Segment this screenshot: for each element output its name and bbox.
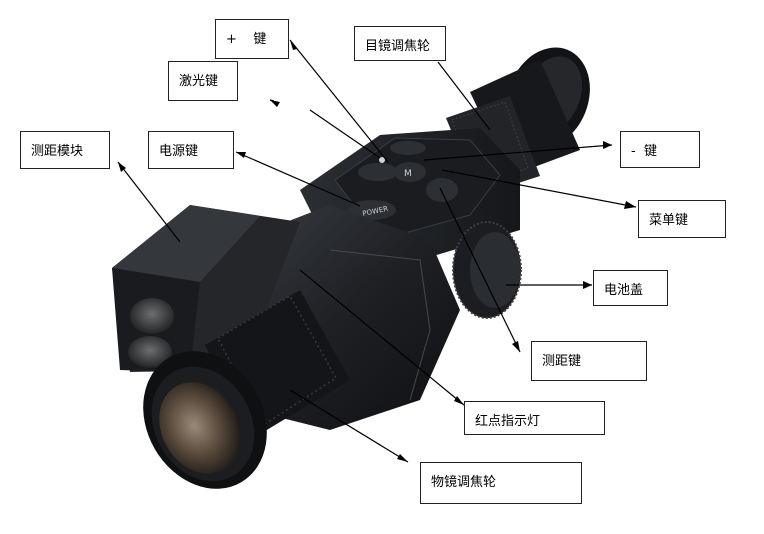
leader-rangefinder-module <box>117 161 181 243</box>
label-minus-key: - 键 <box>620 131 700 168</box>
menu-button-text: M <box>404 169 412 179</box>
power-button <box>348 200 396 220</box>
label-laser-key: 激光键 <box>168 61 238 101</box>
objective-lens-glass <box>159 382 241 474</box>
leader-minus-key <box>423 144 613 161</box>
label-ranging-key: 测距键 <box>531 341 647 381</box>
sun-icon <box>379 157 385 163</box>
menu-button <box>394 162 426 182</box>
leader-laser-key <box>309 109 381 159</box>
label-power-key: 电源键 <box>148 131 234 169</box>
label-eyepiece-focus: 目镜调焦轮 <box>354 26 446 61</box>
battery-cover <box>452 221 522 319</box>
label-rangefinder-module: 测距模块 <box>20 131 110 169</box>
leader-arrowheads <box>118 40 636 462</box>
label-objective-focus: 物镜调焦轮 <box>420 462 582 504</box>
leader-eyepiece-focus <box>437 61 491 131</box>
label-red-indicator: 红点指示灯 <box>464 401 605 435</box>
laser-button <box>358 163 398 181</box>
label-plus-key: + 键 <box>215 19 289 59</box>
label-menu-key: 菜单键 <box>638 200 726 238</box>
leader-power-key <box>235 151 361 207</box>
ranging-button <box>426 178 458 202</box>
objective-barrel <box>143 290 350 489</box>
leader-lines <box>117 39 637 463</box>
leader-ranging-key <box>439 187 521 353</box>
leader-plus-key <box>289 39 389 163</box>
keypad-buttons: POWER M <box>348 141 458 220</box>
label-battery-cover: 电池盖 <box>593 270 668 306</box>
leader-objective-focus <box>289 389 409 463</box>
leader-red-indicator <box>299 269 465 406</box>
leader-menu-key <box>441 169 637 208</box>
minus-button <box>390 141 426 155</box>
housing-edge <box>329 249 431 401</box>
